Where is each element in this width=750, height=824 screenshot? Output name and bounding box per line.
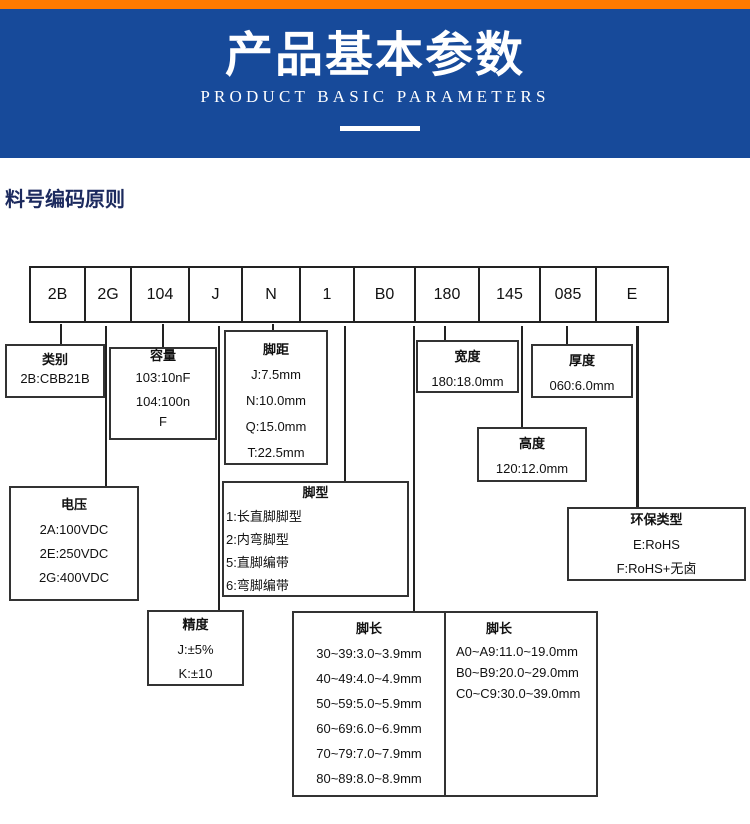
box-title: 电压 bbox=[60, 498, 87, 513]
code-cell: 104 bbox=[132, 268, 190, 321]
code-cell: 145 bbox=[480, 268, 541, 321]
code-cell: 180 bbox=[416, 268, 480, 321]
box-title: 类别 bbox=[41, 353, 68, 368]
category-box: 类别 2B:CBB21B bbox=[5, 344, 105, 398]
box-line: N:10.0mm bbox=[246, 393, 306, 408]
box-line: J:±5% bbox=[177, 642, 214, 657]
box-title: 脚距 bbox=[262, 343, 289, 358]
top-accent-strip bbox=[0, 0, 750, 9]
code-cell: J bbox=[190, 268, 243, 321]
connector-line bbox=[566, 326, 568, 345]
code-cell: E bbox=[597, 268, 669, 321]
box-line: A0~A9:11.0~19.0mm bbox=[456, 644, 578, 659]
box-title: 高度 bbox=[518, 437, 545, 452]
box-line: B0~B9:20.0~29.0mm bbox=[456, 665, 579, 680]
code-cell: B0 bbox=[355, 268, 416, 321]
box-line: 120:12.0mm bbox=[495, 461, 569, 476]
pitch-box: 脚距 J:7.5mm N:10.0mm Q:15.0mm T:22.5mm bbox=[224, 330, 328, 465]
box-line: 50~59:5.0~5.9mm bbox=[316, 696, 422, 711]
connector-line bbox=[272, 324, 274, 332]
header-banner bbox=[0, 9, 750, 158]
box-line: 30~39:3.0~3.9mm bbox=[316, 646, 422, 661]
box-line: 70~79:7.0~7.9mm bbox=[316, 746, 422, 761]
box-line: T:22.5mm bbox=[247, 445, 305, 460]
code-cell: 2G bbox=[86, 268, 132, 321]
connector-line bbox=[413, 326, 415, 612]
connector-line bbox=[60, 324, 62, 344]
lead-length-box-b: 脚长 A0~A9:11.0~19.0mm B0~B9:20.0~29.0mm C… bbox=[444, 611, 598, 797]
part-number-code-row: 2B 2G 104 J N 1 B0 180 145 085 E bbox=[29, 266, 669, 323]
code-cell: 1 bbox=[301, 268, 355, 321]
box-line: 2:内弯脚型 bbox=[226, 532, 289, 547]
code-cell: 2B bbox=[31, 268, 86, 321]
box-line: E:RoHS bbox=[633, 537, 680, 552]
section-title: 料号编码原则 bbox=[5, 187, 125, 211]
connector-line bbox=[162, 324, 164, 347]
box-line: 104:100n bbox=[135, 394, 191, 409]
box-title: 脚长 bbox=[486, 622, 513, 637]
tolerance-box: 精度 J:±5% K:±10 bbox=[147, 610, 244, 686]
environmental-type-box: 环保类型 E:RoHS F:RoHS+无卤 bbox=[567, 507, 746, 581]
box-line: 2E:250VDC bbox=[39, 546, 109, 561]
box-title: 宽度 bbox=[454, 350, 481, 365]
thickness-box: 厚度 060:6.0mm bbox=[531, 344, 633, 398]
connector-line bbox=[344, 326, 346, 482]
lead-type-box: 脚型 1:长直脚脚型 2:内弯脚型 5:直脚编带 6:弯脚编带 bbox=[222, 481, 409, 597]
box-line: J:7.5mm bbox=[251, 367, 301, 382]
connector-line bbox=[521, 326, 523, 428]
box-title: 厚度 bbox=[568, 354, 595, 369]
box-line: 2G:400VDC bbox=[38, 570, 110, 585]
page-subtitle: PRODUCT BASIC PARAMETERS bbox=[200, 87, 550, 106]
page-title: 产品基本参数 bbox=[224, 27, 525, 83]
box-line: 180:18.0mm bbox=[431, 374, 504, 389]
box-line: 1:长直脚脚型 bbox=[226, 509, 302, 524]
box-line: 103:10nF bbox=[135, 370, 191, 385]
code-cell: N bbox=[243, 268, 301, 321]
box-line: 2A:100VDC bbox=[39, 522, 109, 537]
title-underline bbox=[340, 126, 420, 131]
code-cell: 085 bbox=[541, 268, 597, 321]
connector-line bbox=[444, 326, 446, 341]
box-line: 80~89:8.0~8.9mm bbox=[316, 771, 422, 786]
box-title: 环保类型 bbox=[630, 513, 683, 528]
box-line: 40~49:4.0~4.9mm bbox=[316, 671, 422, 686]
lead-length-box-a: 脚长 30~39:3.0~3.9mm 40~49:4.0~4.9mm 50~59… bbox=[292, 611, 446, 797]
width-box: 宽度 180:18.0mm bbox=[416, 340, 519, 393]
box-line: C0~C9:30.0~39.0mm bbox=[456, 686, 581, 701]
box-line: K:±10 bbox=[178, 666, 213, 681]
box-line: 5:直脚编带 bbox=[226, 555, 289, 570]
height-box: 高度 120:12.0mm bbox=[477, 427, 587, 482]
box-title: 脚型 bbox=[302, 486, 329, 501]
box-line: F:RoHS+无卤 bbox=[616, 561, 697, 576]
voltage-box: 电压 2A:100VDC 2E:250VDC 2G:400VDC bbox=[9, 486, 139, 601]
connector-line bbox=[105, 326, 107, 486]
connector-line bbox=[636, 326, 639, 508]
box-line: F bbox=[159, 414, 167, 429]
box-title: 脚长 bbox=[355, 622, 382, 637]
box-line: Q:15.0mm bbox=[245, 419, 307, 434]
box-line: 6:弯脚编带 bbox=[226, 578, 289, 593]
box-line: 60~69:6.0~6.9mm bbox=[316, 721, 422, 736]
box-line: 060:6.0mm bbox=[549, 378, 615, 393]
box-title: 精度 bbox=[182, 618, 209, 633]
box-title: 容量 bbox=[149, 349, 176, 364]
capacity-box: 容量 103:10nF 104:100n F bbox=[109, 347, 217, 440]
connector-line bbox=[218, 326, 220, 611]
box-line: 2B:CBB21B bbox=[20, 371, 90, 386]
